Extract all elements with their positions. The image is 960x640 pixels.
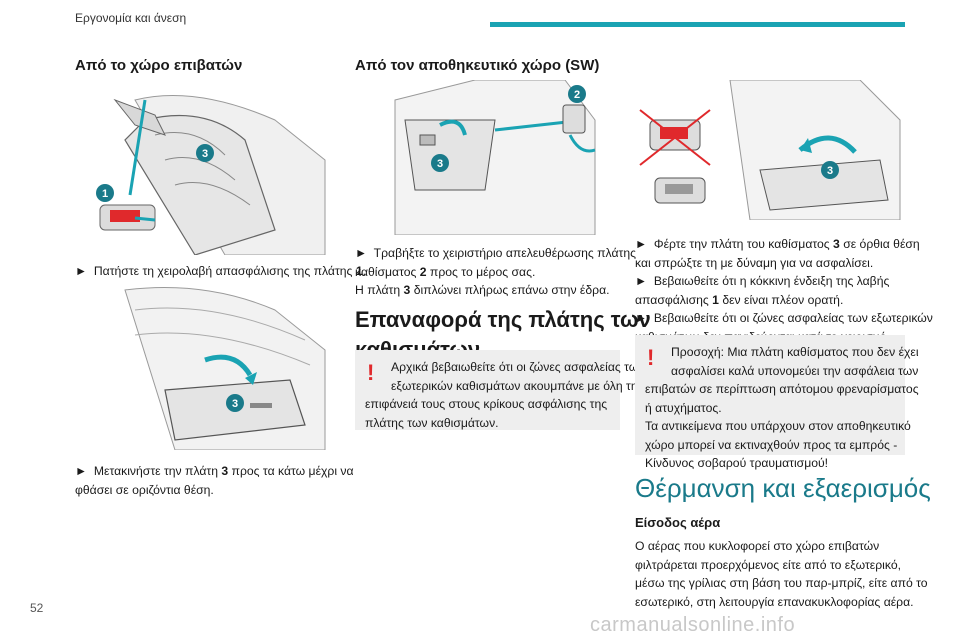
- boot-illustration: 2 3: [394, 80, 596, 235]
- restore-illustration: 3: [639, 80, 901, 220]
- air-intake-body: Ο αέρας που κυκλοφορεί στο χώρο επιβατών…: [635, 539, 928, 609]
- warning-icon: !: [367, 360, 375, 385]
- air-intake-subheading: Είσοδος αέρα: [635, 515, 721, 530]
- seat-illustration-1: 3 1: [96, 95, 326, 255]
- svg-text:3: 3: [827, 165, 833, 177]
- heading-from-cabin: Από το χώρο επιβατών: [75, 57, 243, 74]
- warning-box-seatbelts: ! Αρχικά βεβαιωθείτε ότι οι ζώνες ασφαλε…: [355, 350, 644, 430]
- heating-ventilation-heading: Θέρμανση και εξαερισμός: [635, 473, 931, 503]
- callout-2: [568, 85, 586, 103]
- step-pull-release: ► Τραβήξτε το χειριστήριο απελευθέρωσης …: [355, 246, 636, 297]
- seat-illustration-2: 3: [124, 287, 326, 450]
- callout-1: [96, 184, 114, 202]
- callout-3: [821, 161, 839, 179]
- watermark: carmanualsonline.info: [590, 614, 796, 636]
- warning-box-lock: ! Προσοχή: Μια πλάτη καθίσματος που δεν …: [635, 335, 919, 470]
- svg-text:1: 1: [102, 188, 108, 200]
- svg-text:3: 3: [437, 158, 443, 170]
- heading-from-boot: Από τον αποθηκευτικό χώρο (SW): [355, 57, 600, 74]
- callout-3: [226, 394, 244, 412]
- svg-text:3: 3: [202, 148, 208, 160]
- section-header-title: Εργονομία και άνεση: [75, 11, 187, 25]
- callout-3: [431, 154, 449, 172]
- step-move-backrest: ► Μετακινήστε την πλάτη 3 προς τα κάτω μ…: [75, 464, 354, 497]
- header-accent-bar: [490, 22, 905, 27]
- step-press-handle: ► Πατήστε τη χειρολαβή απασφάλισης της π…: [75, 264, 366, 278]
- callout-3: [196, 144, 214, 162]
- svg-text:3: 3: [232, 398, 238, 410]
- warning-icon: !: [647, 345, 655, 370]
- restore-steps: ► Φέρτε την πλάτη του καθίσματος 3 σε όρ…: [635, 237, 933, 344]
- page-number: 52: [30, 601, 44, 615]
- svg-text:2: 2: [574, 89, 580, 101]
